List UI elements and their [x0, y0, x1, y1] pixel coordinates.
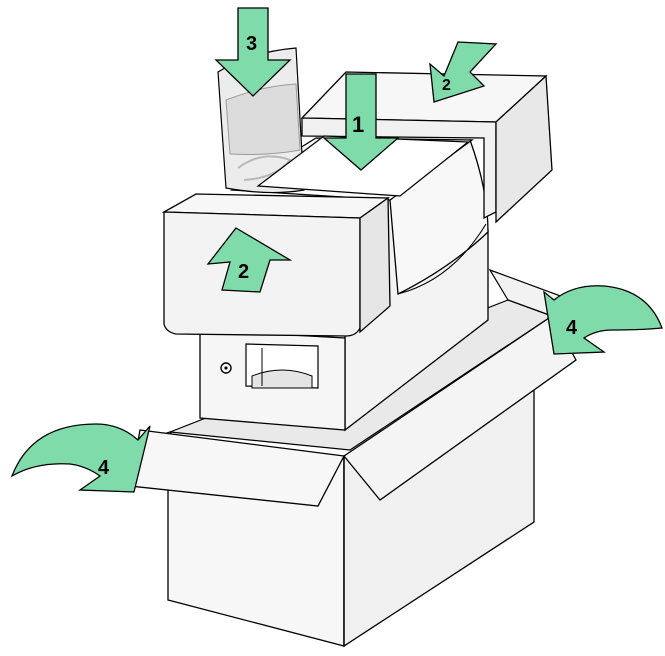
- step-4-right-label: 4: [566, 317, 578, 339]
- step-4-left-arrow: 4: [12, 424, 150, 492]
- power-button-center: [224, 366, 227, 369]
- curved-arrow-icon: [12, 424, 150, 492]
- step-4-right-arrow: 4: [544, 286, 662, 354]
- step-4-left-label: 4: [98, 457, 110, 479]
- foam-block-front: [164, 194, 390, 336]
- step-3-label: 3: [246, 33, 257, 55]
- curved-arrow-icon-right: [544, 286, 662, 354]
- device-output-tray: [252, 370, 312, 388]
- step-2-front-label: 2: [238, 261, 249, 283]
- step-1-label: 1: [352, 112, 364, 137]
- step-2-top-label: 2: [442, 77, 451, 94]
